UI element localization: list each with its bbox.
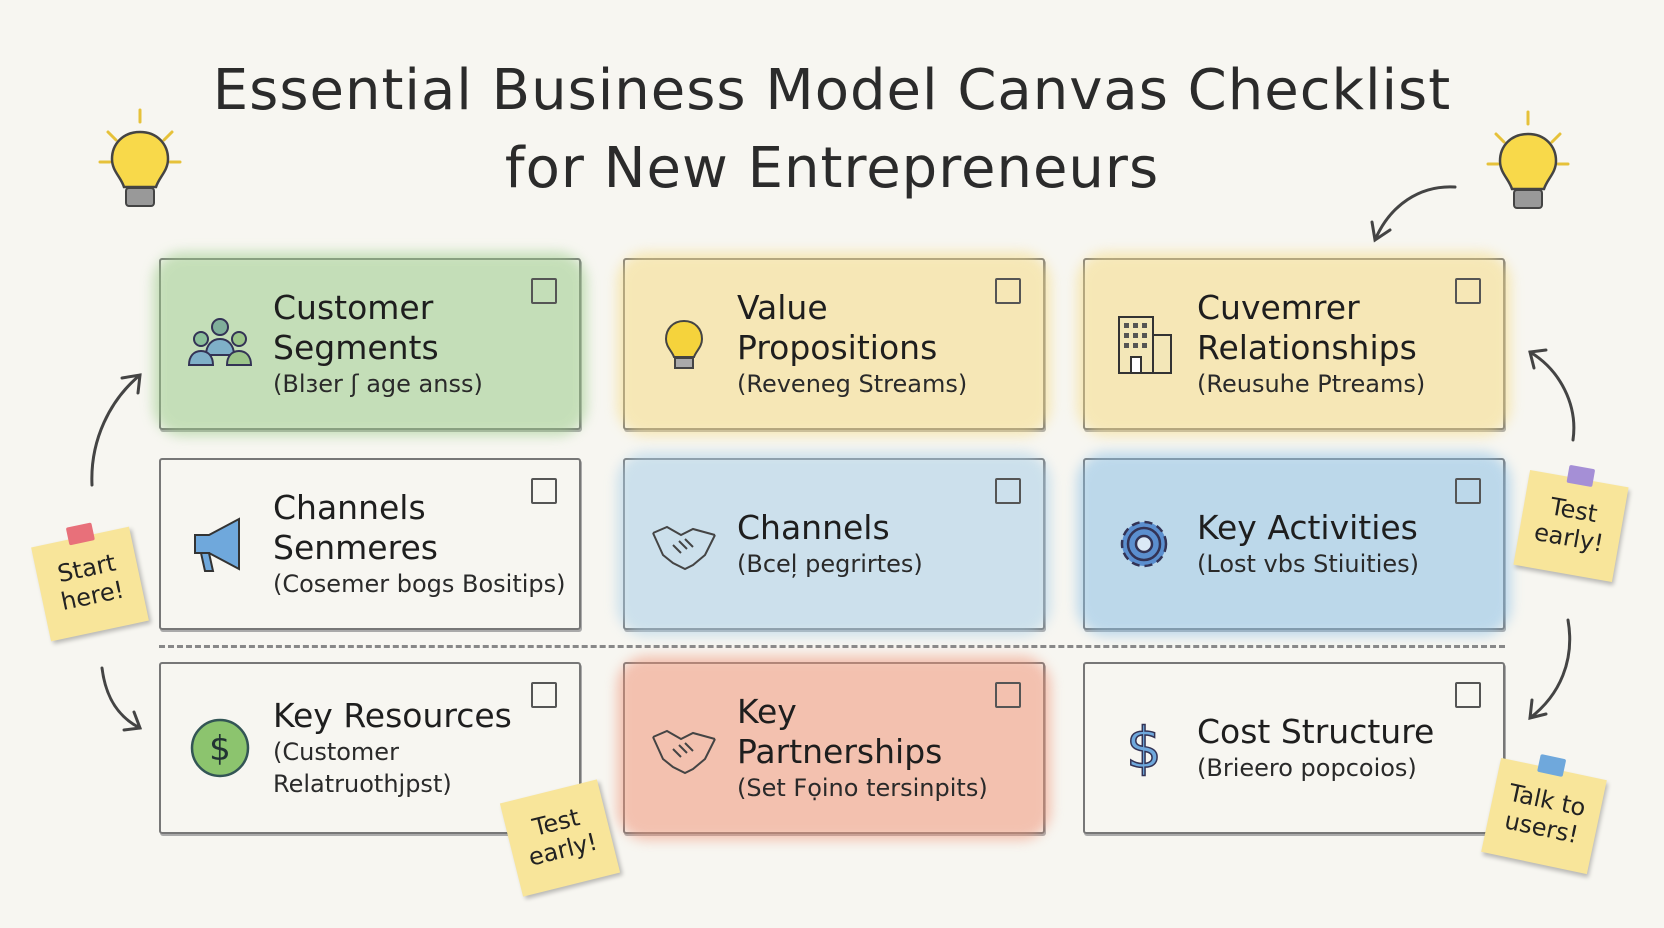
card-subtitle: (Set Fọino tersinpits): [737, 774, 988, 802]
card-heading: Customer Segments: [273, 288, 439, 367]
note-text: Start here!: [55, 548, 127, 617]
arrow-icon: [1528, 618, 1572, 720]
card-heading: Key Partnerships: [737, 692, 943, 771]
handshake-icon: [651, 715, 717, 781]
building-icon: [1111, 311, 1177, 377]
card-heading: Value Propositions: [737, 288, 938, 367]
checkbox[interactable]: [995, 682, 1021, 708]
card-text: Value Propositions (Reveneg Streams): [737, 288, 1007, 400]
card-text: Channels Senmeres (Cosemer bogs Bositips): [273, 488, 566, 600]
card-subtitle: (Customer Relatruothjpst): [273, 738, 452, 798]
arrow-icon: [90, 373, 142, 487]
checkbox[interactable]: [1455, 278, 1481, 304]
note-text: Test early!: [525, 803, 601, 872]
card-subtitle: (Reveneg Streams): [737, 370, 968, 398]
card-heading: Key Resources: [273, 696, 512, 735]
pin: [1566, 464, 1596, 488]
card-text: Cost Structure (Brieero popcoios): [1197, 712, 1434, 784]
card-text: Cuvemrer Relationships (Reusuhe Ptreams): [1197, 288, 1467, 400]
canvas-card: Channels Senmeres (Cosemer bogs Bositips): [159, 458, 581, 630]
card-heading: Key Activities: [1197, 508, 1418, 547]
card-subtitle: (Bceļ pegrirtes): [737, 550, 923, 578]
lightbulb-icon: [98, 108, 182, 207]
card-heading: Channels: [737, 508, 890, 547]
people-icon: [187, 311, 253, 377]
canvas-card: Cuvemrer Relationships (Reusuhe Ptreams): [1077, 252, 1511, 436]
card-subtitle: (Lost vbs Stiuities): [1197, 550, 1420, 578]
gear-icon: [1111, 511, 1177, 577]
card-heading: Channels Senmeres: [273, 488, 438, 567]
pin: [65, 522, 95, 546]
divider: [159, 645, 1505, 648]
card-text: Channels (Bceļ pegrirtes): [737, 508, 923, 580]
lightbulb-icon: [651, 311, 717, 377]
canvas-card: Customer Segments (Blзer ʃ age anss): [153, 252, 587, 436]
checkbox[interactable]: [1455, 478, 1481, 504]
card-subtitle: (Blзer ʃ age anss): [273, 370, 483, 398]
arrow-icon: [1370, 185, 1457, 243]
card-subtitle: (Cosemer bogs Bositips): [273, 570, 566, 598]
arrow-icon: [1528, 348, 1576, 442]
checkbox[interactable]: [531, 682, 557, 708]
card-text: Key Partnerships (Set Fọino tersinpits): [737, 692, 1007, 804]
checkbox[interactable]: [531, 278, 557, 304]
checkbox[interactable]: [995, 478, 1021, 504]
card-subtitle: (Reusuhe Ptreams): [1197, 370, 1426, 398]
card-heading: Cuvemrer Relationships: [1197, 288, 1417, 367]
card-heading: Cost Structure: [1197, 712, 1435, 751]
dollar-coin-icon: $: [187, 715, 253, 781]
title-line-1: Essential Business Model Canvas Checklis…: [212, 58, 1452, 123]
note-text: Test early!: [1532, 492, 1606, 558]
checkbox[interactable]: [995, 278, 1021, 304]
megaphone-icon: [187, 511, 253, 577]
sticky-note: Test early!: [1513, 464, 1629, 582]
card-text: Key Activities (Lost vbs Stiuities): [1197, 508, 1419, 580]
canvas-card: Key Activities (Lost vbs Stiuities): [1077, 452, 1511, 636]
svg-text:$: $: [1126, 716, 1162, 781]
canvas-card: Channels (Bceļ pegrirtes): [617, 452, 1051, 636]
card-subtitle: (Brieero popcoios): [1197, 754, 1417, 782]
sticky-note: Start here!: [31, 522, 149, 642]
arrow-icon: [100, 666, 143, 732]
svg-text:$: $: [209, 729, 231, 769]
card-text: Customer Segments (Blзer ʃ age anss): [273, 288, 543, 400]
checkbox[interactable]: [531, 478, 557, 504]
canvas-card: $ Cost Structure (Brieero popcoios): [1083, 662, 1505, 834]
lightbulb-icon: [1486, 110, 1570, 209]
canvas-card: Value Propositions (Reveneg Streams): [617, 252, 1051, 436]
card-text: Key Resources(Customer Relatruothjpst): [273, 696, 579, 800]
dollar-icon: $: [1111, 715, 1177, 782]
handshake-icon: [651, 511, 717, 577]
title-line-2: for New Entrepreneurs: [504, 136, 1160, 201]
checkbox[interactable]: [1455, 682, 1481, 708]
canvas-card: Key Partnerships (Set Fọino tersinpits): [617, 656, 1051, 840]
canvas-card: $ Key Resources(Customer Relatruothjpst): [159, 662, 581, 834]
note-text: Talk to users!: [1502, 778, 1589, 850]
